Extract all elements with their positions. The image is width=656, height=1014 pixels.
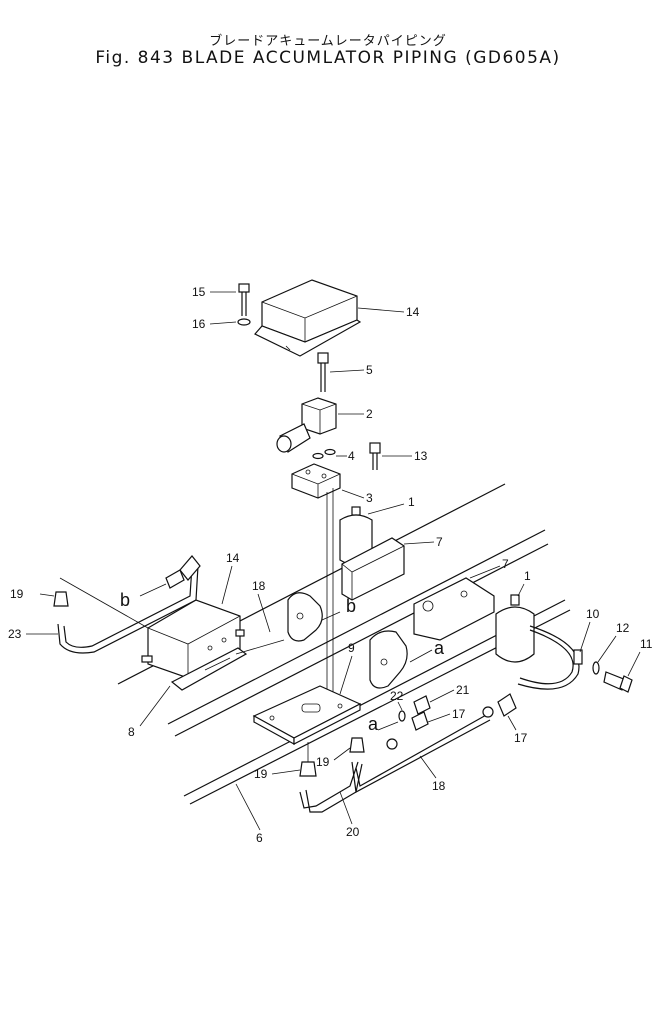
leader-line-mid (235, 639, 285, 655)
part-washer-12 (592, 661, 600, 675)
callout-3: 3 (366, 491, 373, 505)
arrow-a (377, 721, 399, 731)
part-bolt-13 (369, 442, 381, 470)
part-bracket-8 (170, 647, 248, 691)
part-band-10 (517, 625, 583, 690)
part-valve-block-a (369, 630, 433, 689)
part-valve-2 (276, 397, 337, 453)
part-fitting-19-left (39, 591, 69, 607)
callout-19-upper: 19 (316, 755, 330, 769)
part-orings-4 (312, 448, 347, 460)
part-bracket-left (341, 537, 405, 601)
part-cover-left (141, 599, 245, 679)
callout-13: 13 (414, 449, 428, 463)
callout-1-left: 1 (408, 495, 415, 509)
callout-18-left: 18 (252, 579, 266, 593)
callout-22: 22 (390, 689, 404, 703)
diagram-title-japanese: ブレードアキュームレータパイピング (209, 34, 447, 49)
callout-20: 20 (346, 825, 360, 839)
part-bolt-5 (317, 352, 329, 392)
part-fitting-17-right (497, 693, 517, 717)
callout-19-lower: 19 (254, 767, 268, 781)
part-elbow-b (139, 569, 185, 597)
frame-rails (117, 483, 571, 805)
callout-15: 15 (192, 285, 206, 299)
callout-17-left: 17 (452, 707, 466, 721)
part-oring-22 (398, 710, 406, 722)
callout-9: 9 (348, 641, 355, 655)
callout-1-right: 1 (524, 569, 531, 583)
callout-2: 2 (366, 407, 373, 421)
callout-a-plate: a (368, 714, 379, 734)
callout-23: 23 (8, 627, 22, 641)
part-bolt-11 (603, 671, 633, 693)
callout-10: 10 (586, 607, 600, 621)
callout-4: 4 (348, 449, 355, 463)
callout-7-left: 7 (436, 535, 443, 549)
callouts: 15 16 14 5 2 4 13 3 1 7 7 1 14 18 19 23 … (8, 285, 653, 845)
part-pipe-20 (299, 738, 398, 813)
part-block-3 (291, 463, 341, 499)
part-fitting-17-left (411, 711, 429, 731)
callout-21: 21 (456, 683, 470, 697)
part-valve-block-b (287, 592, 341, 642)
part-bolt-15 (237, 283, 251, 326)
part-pipe-23 (57, 555, 201, 654)
callout-8: 8 (128, 725, 135, 739)
part-plate-9 (252, 685, 362, 746)
callout-6: 6 (256, 831, 263, 845)
callout-7-right: 7 (502, 557, 509, 571)
callout-17-right: 17 (514, 731, 528, 745)
callout-18-right: 18 (432, 779, 446, 793)
callout-12: 12 (616, 621, 630, 635)
part-accumulator-right (495, 594, 535, 663)
part-fitting-21 (413, 695, 431, 715)
part-cover-top (254, 279, 362, 357)
part-fitting-19-center (299, 737, 365, 777)
callout-5: 5 (366, 363, 373, 377)
leader-line-left (59, 577, 149, 629)
callout-14-top: 14 (406, 305, 420, 319)
callout-a-valve: a (434, 638, 445, 658)
callout-19-left: 19 (10, 587, 24, 601)
callout-b-pipe: b (120, 590, 130, 610)
callout-b-valve: b (346, 596, 356, 616)
callout-11: 11 (640, 637, 653, 651)
part-bracket-right (413, 577, 495, 641)
callout-16: 16 (192, 317, 206, 331)
callout-14-left: 14 (226, 551, 240, 565)
diagram-title: Fig. 843 BLADE ACCUMLATOR PIPING (GD605A… (95, 48, 561, 68)
